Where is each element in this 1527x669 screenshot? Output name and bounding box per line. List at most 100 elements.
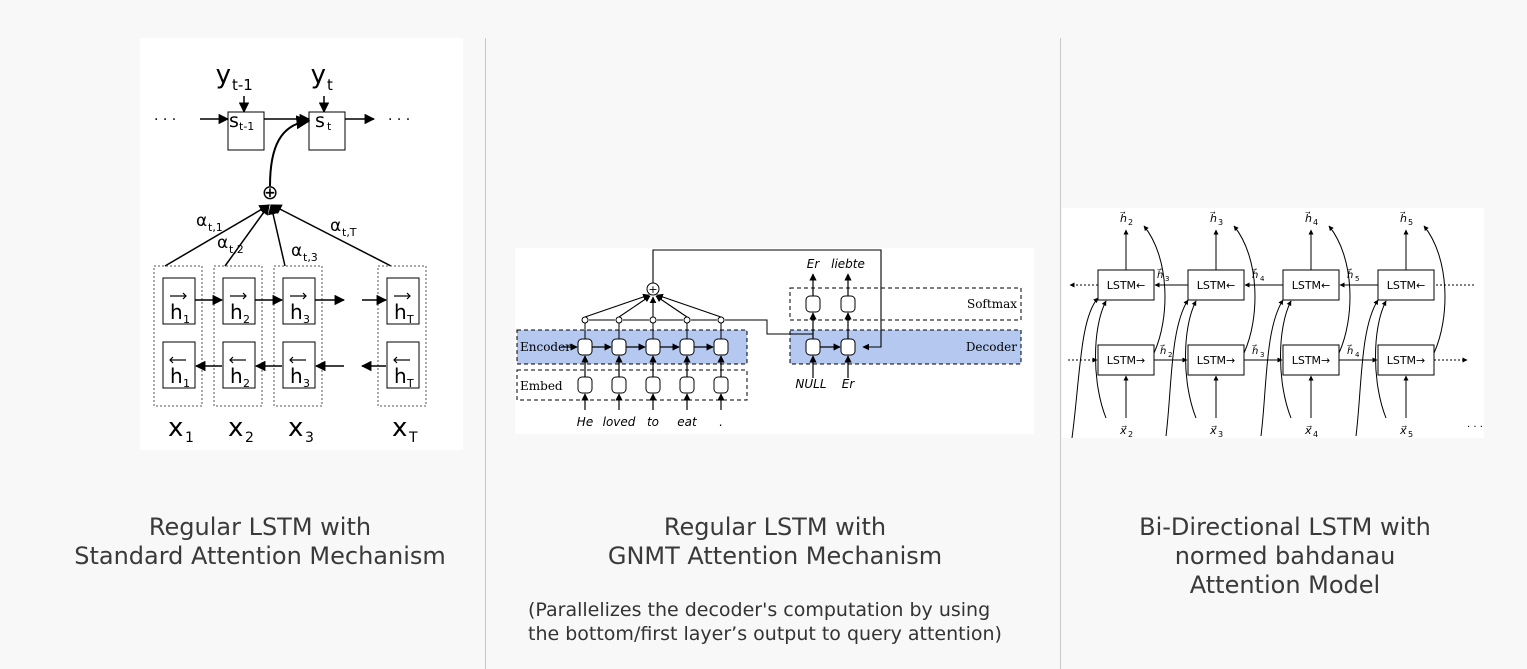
svg-text:NULL: NULL [795,377,826,391]
svg-text:He: He [577,415,593,429]
svg-text:h⃗: h⃗ [1120,211,1127,225]
svg-text:1: 1 [183,377,190,390]
forward-lstm-cells [1097,344,1435,376]
weight-label-tT: α t,T [330,216,357,239]
hidden-group-T [377,265,427,407]
svg-text:x: x [168,413,183,443]
svg-text:t-1: t-1 [239,120,254,133]
svg-text:liebte: liebte [831,257,865,271]
panel-divider-1 [485,38,486,669]
svg-text:h⃗: h⃗ [1252,268,1258,281]
svg-text:LSTM←: LSTM← [1292,279,1331,292]
svg-text:2: 2 [1128,218,1133,227]
weight-label-t1: α t,1 [196,211,223,234]
svg-text:t: t [327,76,333,94]
hidden-group-3 [273,265,323,407]
svg-text:h: h [170,364,183,388]
svg-text:3: 3 [305,430,314,446]
softmax-cells [805,295,856,313]
state-label-s-t-1: s t-1 [229,110,254,133]
svg-text:h: h [170,300,183,324]
svg-text:LSTM←: LSTM← [1107,279,1146,292]
layer-label-decoder: Decoder [966,340,1017,354]
svg-text:t-1: t-1 [232,76,253,94]
svg-text:3: 3 [303,377,310,390]
svg-text:4: 4 [1313,430,1318,438]
svg-text:h: h [230,364,243,388]
svg-text:h⃗: h⃗ [1210,211,1217,225]
embed-cells [577,376,729,394]
svg-text:LSTM→: LSTM→ [1387,354,1426,367]
svg-text:t,1: t,1 [208,221,223,234]
svg-text:h: h [290,364,303,388]
svg-text:2: 2 [243,313,250,326]
svg-text:1: 1 [183,313,190,326]
svg-text:t: t [327,120,332,133]
svg-text:4: 4 [1313,218,1318,227]
svg-text:x⃗: x⃗ [1399,424,1407,437]
output-label-y-t: y t [311,60,333,94]
svg-text:y: y [311,60,326,90]
forward-hidden-boxes [162,277,420,325]
decoder-cells [805,338,856,356]
svg-text:3: 3 [1218,218,1223,227]
svg-text:eat: eat [677,415,698,429]
state-label-s-t: s t [315,110,332,133]
svg-text:to: to [647,415,659,429]
svg-text:1: 1 [185,430,194,446]
svg-text:T: T [408,430,418,446]
svg-text:LSTM←: LSTM← [1197,279,1236,292]
caption-gnmt-attention: Regular LSTM with GNMT Attention Mechani… [545,513,1005,571]
svg-text:h⃗: h⃗ [1160,344,1166,357]
svg-text:Er: Er [807,257,821,271]
output-label-y-t-1: y t-1 [216,60,253,94]
layer-label-softmax: Softmax [967,297,1017,311]
svg-text:3: 3 [1260,351,1264,359]
svg-text:h⃗: h⃗ [1157,268,1163,281]
caption-line-3: Attention Model [1189,571,1381,599]
svg-text:.: . [719,415,723,429]
svg-text:h: h [394,300,407,324]
svg-text:h: h [290,300,303,324]
sum-node: ⊕ [262,180,279,204]
svg-text:T: T [406,377,414,390]
svg-text:3: 3 [1165,275,1169,283]
svg-text:x: x [228,413,243,443]
svg-text:4: 4 [1355,351,1360,359]
forward-cell-labels: LSTM→ LSTM→ LSTM→ LSTM→ [1107,354,1426,367]
panel-divider-2 [1060,38,1061,669]
caption-line-1: Regular LSTM with [663,513,887,541]
svg-text:t,T: t,T [342,226,357,239]
svg-text:x⃗: x⃗ [1119,424,1127,437]
softmax-band [789,287,1022,321]
decoder-output-words: Er liebte [807,257,865,271]
backward-lstm-cells [1097,269,1435,301]
state-box-s-t-1 [227,111,265,151]
svg-text:α: α [330,216,341,236]
gnmt-note: (Parallelizes the decoder's computation … [528,599,1002,645]
layer-label-embed: Embed [520,379,563,393]
svg-text:h⃗: h⃗ [1400,211,1407,225]
svg-text:2: 2 [245,430,254,446]
svg-text:t,2: t,2 [229,243,244,256]
backward-hidden-boxes [162,341,420,389]
svg-text:x: x [288,413,303,443]
svg-text:T: T [406,313,414,326]
svg-text:5: 5 [1355,275,1359,283]
svg-text:2: 2 [1168,351,1172,359]
svg-text:s: s [315,110,325,132]
svg-text:LSTM←: LSTM← [1387,279,1426,292]
ellipsis-right: · · · [388,112,410,128]
svg-text:α: α [291,241,302,261]
caption-line-2: GNMT Attention Mechanism [607,542,943,570]
svg-text:h⃗: h⃗ [1252,344,1258,357]
caption-line-2: Standard Attention Mechanism [74,542,446,570]
svg-text:h: h [230,300,243,324]
svg-text:h⃗: h⃗ [1305,211,1312,225]
svg-text:3: 3 [303,313,310,326]
svg-text:h⃗: h⃗ [1347,268,1353,281]
svg-text:t,3: t,3 [303,251,318,264]
embed-band [516,369,748,401]
decoder-input-words: NULL Er [795,377,855,391]
svg-text:α: α [196,211,207,231]
